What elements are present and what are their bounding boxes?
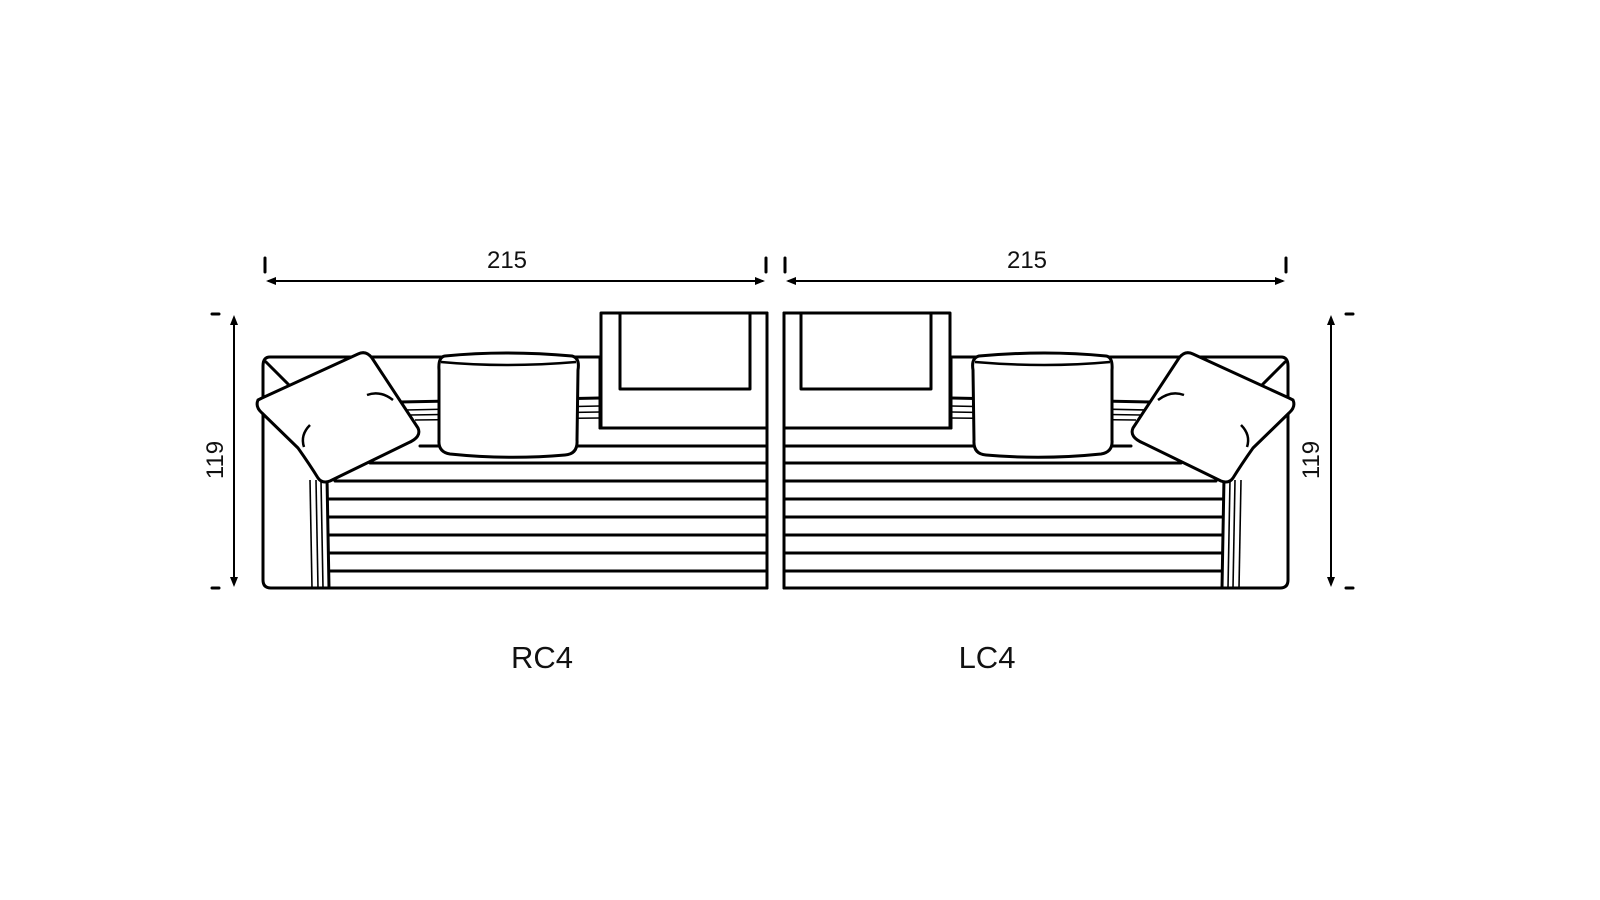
depth-value-lc4: 119: [1298, 441, 1325, 479]
width-value-rc4: 215: [487, 247, 527, 274]
module-lc4-drawing: [782, 311, 1296, 590]
depth-dimension-rc4: 119: [202, 312, 238, 590]
width-dimension-lc4: 215: [783, 247, 1288, 285]
width-dimension-rc4: 215: [263, 247, 768, 285]
depth-value-rc4: 119: [202, 441, 229, 479]
depth-dimension-lc4: 119: [1298, 312, 1355, 590]
module-rc4-drawing: [255, 311, 769, 590]
module-label-lc4: LC4: [958, 640, 1016, 675]
module-label-rc4: RC4: [510, 640, 574, 675]
width-value-lc4: 215: [1007, 247, 1047, 274]
